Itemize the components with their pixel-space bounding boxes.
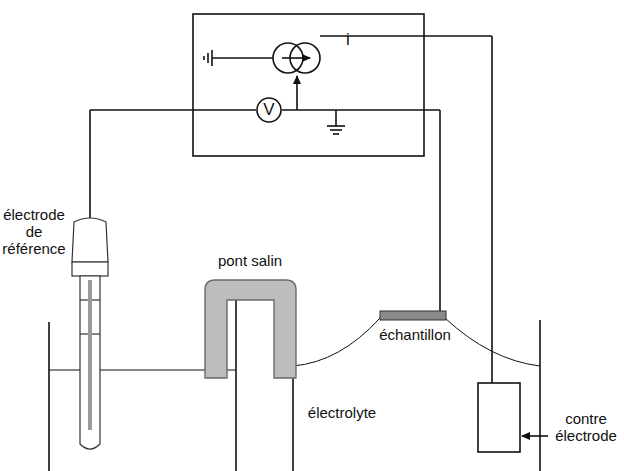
current-label: i	[346, 31, 366, 48]
electrolyte-label: électrolyte	[302, 404, 382, 421]
sample-label: échantillon	[375, 326, 455, 343]
bridge-label: pont salin	[210, 252, 290, 269]
voltmeter-circle: V	[256, 97, 282, 123]
electrode-label: électrode de référence	[0, 206, 68, 257]
counter-electrode-label: contre électrode	[550, 410, 622, 444]
node-text: V	[263, 100, 274, 120]
